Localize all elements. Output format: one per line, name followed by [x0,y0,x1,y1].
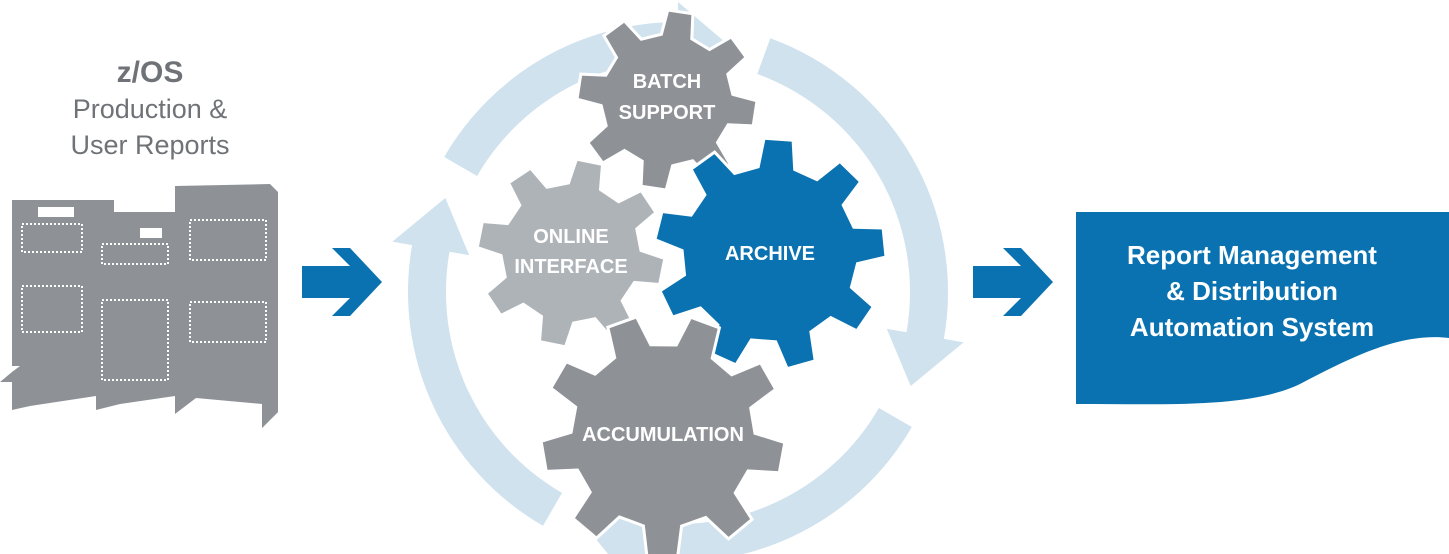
output-document: Report Management & Distribution Automat… [1076,212,1449,405]
output-line-2: & Distribution [1166,276,1338,306]
batch-gear-label-1: BATCH [633,71,702,93]
batch-support-gear-icon [575,8,759,192]
input-arrow-icon [302,248,382,316]
output-line-3: Automation System [1130,312,1374,342]
online-gear-label-2: INTERFACE [514,256,627,278]
output-line-1: Report Management [1127,240,1377,270]
gear-accum-shape [539,315,787,554]
document-shape [1076,212,1449,405]
cycle-arrow-3 [392,198,562,526]
source-line-2: User Reports [70,130,229,160]
source-title: z/OS [117,56,184,89]
archive-gear-icon [653,136,888,371]
gear-archive-shape [653,136,888,371]
cycle-arrow-1 [757,38,964,387]
mainframe-servers-icon [0,184,278,428]
source-line-1: Production & [73,94,228,124]
accumulation-gear-label: ACCUMULATION [582,424,744,446]
source-label: z/OS Production & User Reports [70,56,229,160]
server-vents [21,207,267,381]
batch-gear-label-2: SUPPORT [619,102,716,124]
online-gear-label-1: ONLINE [533,226,609,248]
archive-gear-label: ARCHIVE [725,243,815,265]
accumulation-gear-icon [539,315,787,554]
output-arrow-icon [973,248,1053,316]
gear-batch-shape [575,8,759,192]
